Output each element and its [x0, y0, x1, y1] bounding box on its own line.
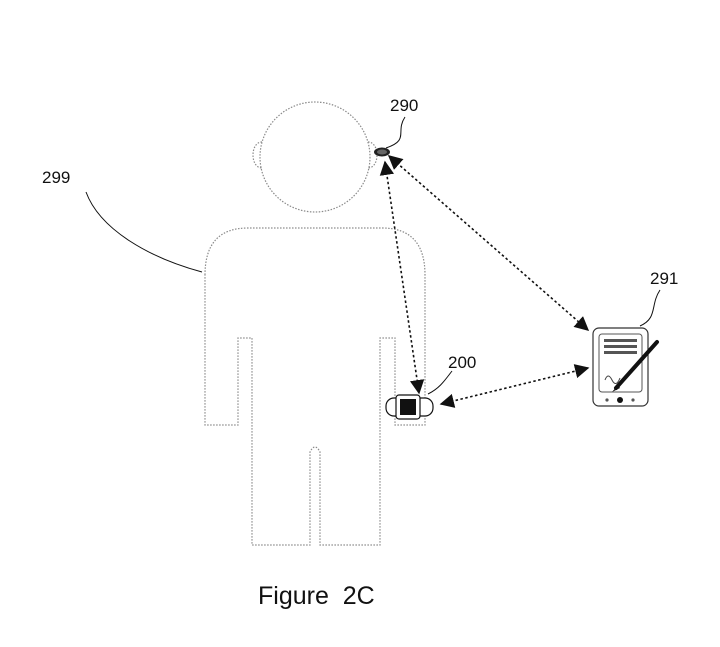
wrist-device: [385, 394, 434, 420]
tablet-home-button: [617, 397, 623, 403]
person-body: [204, 227, 426, 546]
label-290: 290: [390, 96, 418, 115]
figure-caption: Figure 2C: [258, 582, 375, 610]
link-arrow-earpiece-tablet: [387, 155, 590, 331]
label-200: 200: [448, 353, 476, 372]
leader-line-200: [427, 370, 453, 395]
link-arrow-earpiece-wrist: [379, 160, 425, 395]
person-head: [259, 101, 371, 213]
label-299: 299: [42, 168, 70, 187]
earpiece-device: [374, 147, 390, 157]
tablet-device: [592, 327, 659, 407]
leader-line-291: [639, 289, 661, 327]
leader-line-290: [385, 116, 406, 149]
link-arrow-wrist-tablet: [439, 364, 590, 408]
person-figure: [204, 101, 426, 546]
leader-line-299: [85, 191, 203, 273]
tablet-text-lines: [604, 339, 637, 342]
label-291: 291: [650, 269, 678, 288]
stylus: [614, 340, 659, 390]
